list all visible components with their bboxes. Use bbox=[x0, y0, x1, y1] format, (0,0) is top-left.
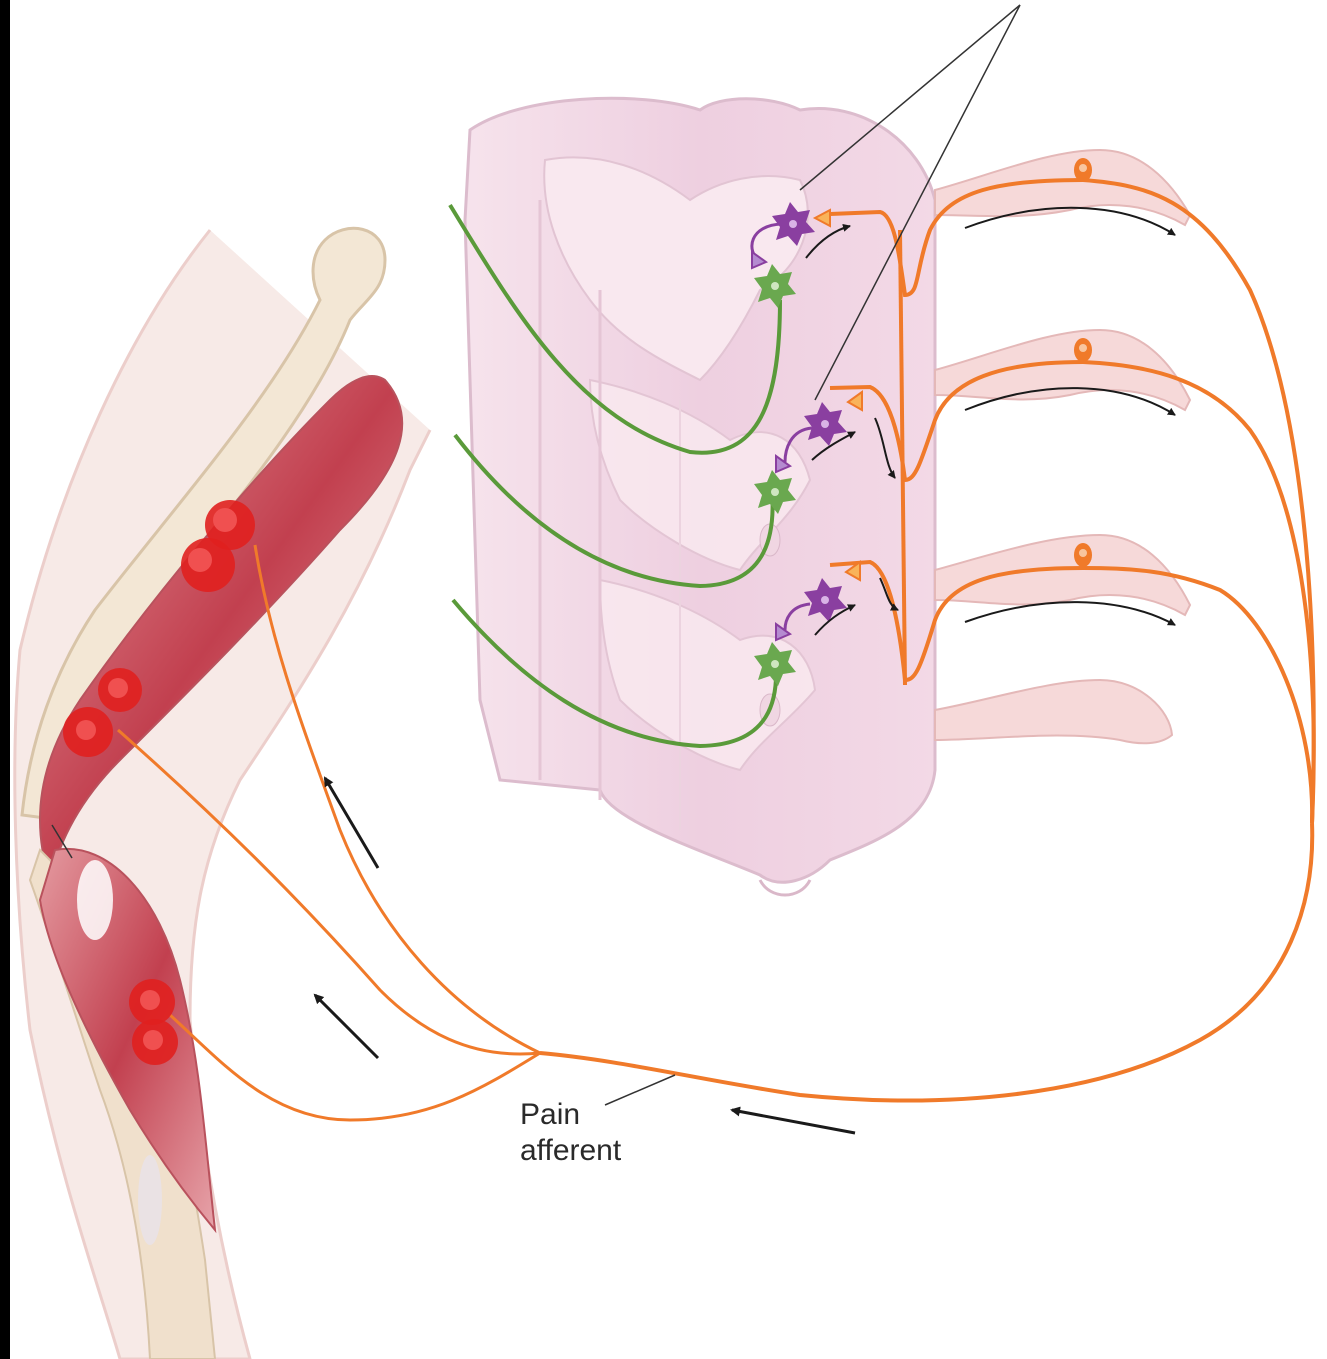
dorsal-root bbox=[935, 680, 1172, 743]
afferent-branch-lower bbox=[170, 1015, 540, 1120]
arrow-icon bbox=[732, 1110, 855, 1133]
arrow-icon bbox=[965, 602, 1175, 625]
pain-afferent-trunk bbox=[540, 823, 1312, 1100]
arrow-icon bbox=[315, 995, 378, 1058]
dorsal-root bbox=[935, 150, 1190, 225]
pain-afferent-label-line2: afferent bbox=[520, 1133, 621, 1169]
spinal-cord bbox=[465, 98, 935, 895]
ganglion-cell bbox=[1074, 543, 1092, 567]
ganglion-cell bbox=[1074, 338, 1092, 362]
pain-afferent-label: Pain afferent bbox=[520, 1097, 621, 1169]
dorsal-roots bbox=[935, 150, 1190, 743]
tendon-patch bbox=[138, 1155, 162, 1245]
left-edge-bar bbox=[0, 0, 10, 1359]
pain-afferent-label-line1: Pain bbox=[520, 1097, 621, 1133]
tendon-patch bbox=[77, 860, 113, 940]
limb-illustration bbox=[15, 228, 430, 1359]
